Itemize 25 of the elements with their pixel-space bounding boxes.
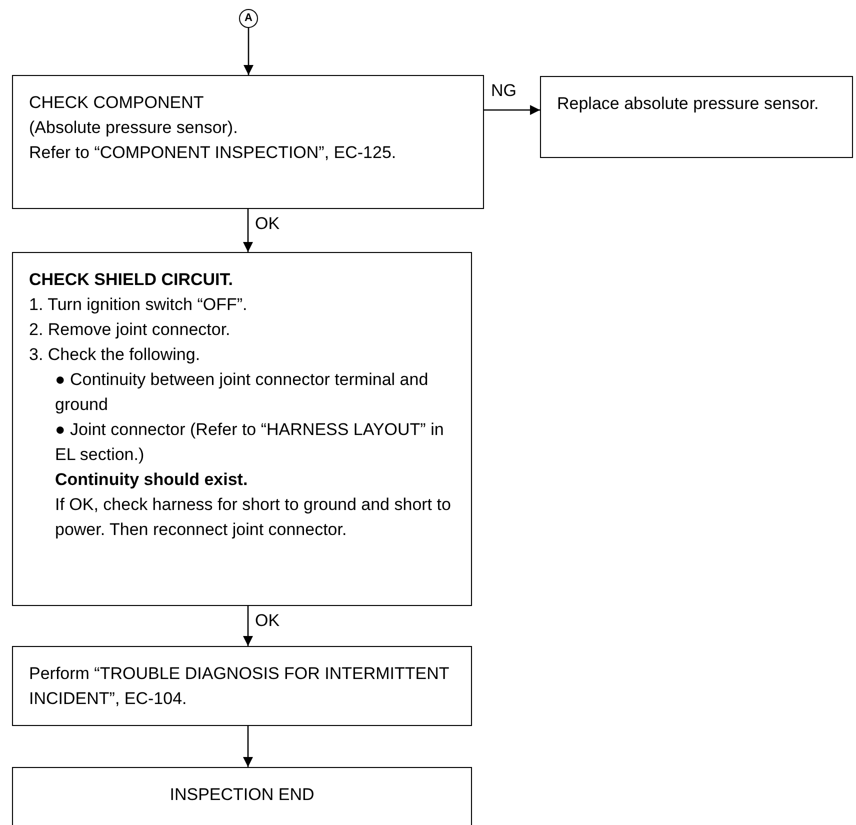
step-text: Continuity should exist. — [55, 469, 249, 491]
step-text: Replace absolute pressure sensor. — [557, 93, 820, 115]
step-text: INSPECTION END — [168, 784, 316, 806]
step-text: Perform “TROUBLE DIAGNOSIS FOR INTERMITTENT INCIDENT”, EC-104. — [29, 663, 450, 710]
step-text: 2. Remove joint connector. — [29, 319, 232, 341]
process-box — [12, 252, 472, 606]
process-box — [12, 75, 484, 209]
arrow — [484, 105, 540, 115]
connector-letter: A — [244, 13, 252, 24]
arrow — [243, 606, 253, 646]
step-text: 3. Check the following. — [29, 344, 202, 366]
step-text: ● Joint connector (Refer to “HARNESS LAYOUT” in EL section.) — [55, 419, 445, 466]
step-heading: CHECK SHIELD CIRCUIT. — [29, 269, 234, 291]
step-text: ● Continuity between joint connector terminal and ground — [55, 369, 430, 416]
step-heading: CHECK COMPONENT — [29, 92, 205, 114]
arrow — [244, 28, 254, 75]
step-text: Refer to “COMPONENT INSPECTION”, EC-125. — [29, 142, 398, 164]
step-text: If OK, check harness for short to ground and short to power. Then reconnect joint connector. — [55, 494, 452, 541]
process-box — [12, 767, 472, 825]
step-text: 1. Turn ignition switch “OFF”. — [29, 294, 248, 316]
step-text: (Absolute pressure sensor). — [29, 117, 239, 139]
process-box — [540, 76, 853, 158]
process-box — [12, 646, 472, 726]
arrow — [243, 726, 253, 767]
arrow — [243, 209, 253, 252]
